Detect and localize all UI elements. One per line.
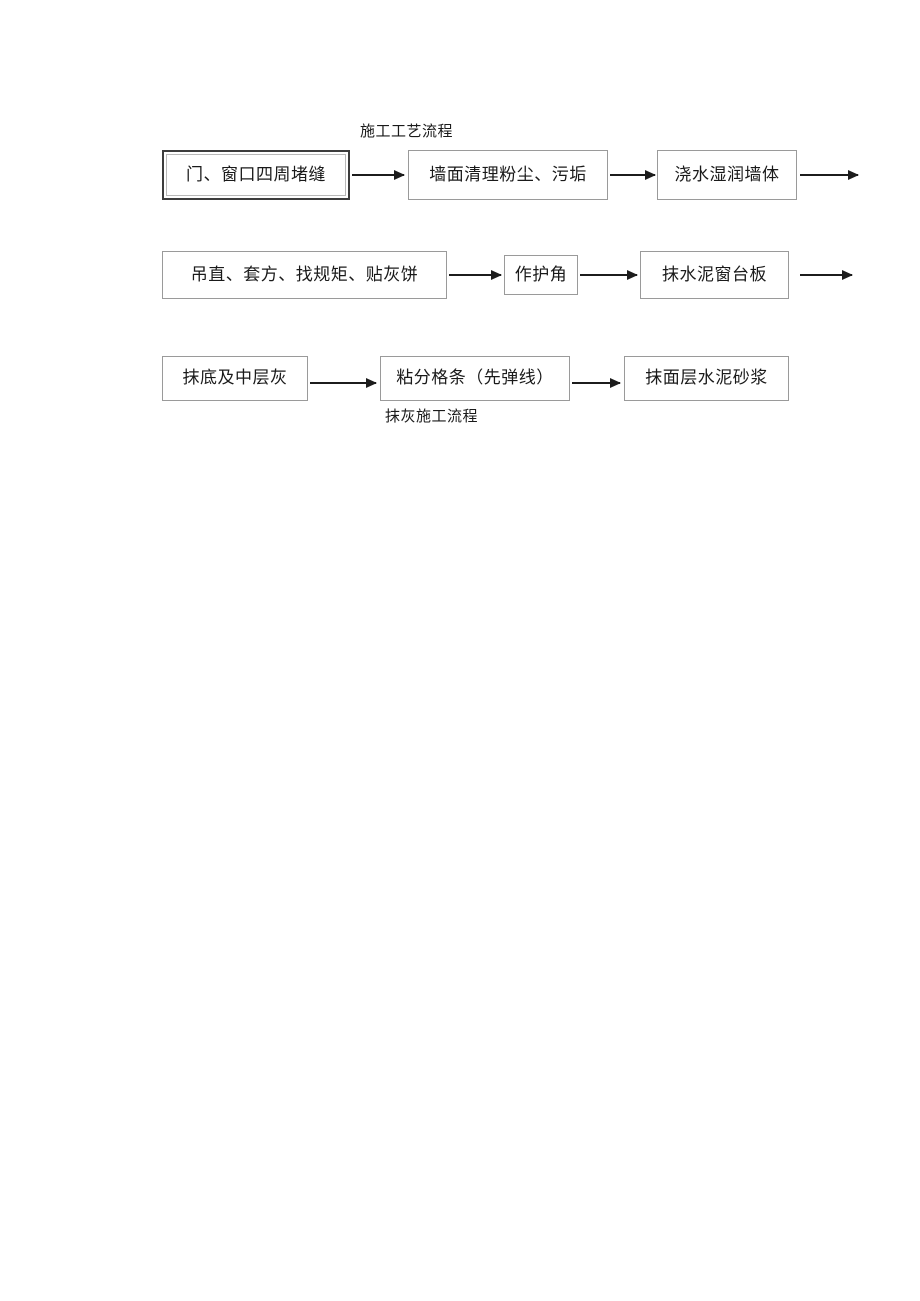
flow-node-label: 吊直、套方、找规矩、贴灰饼: [190, 264, 419, 284]
arrow-r3-n2-to-n3: [572, 382, 620, 384]
flow-node-label: 浇水湿润墙体: [674, 164, 780, 184]
flow-node-label: 作护角: [514, 264, 568, 284]
arrow-r1-n1-to-n2: [352, 174, 404, 176]
flow-node-plumb-square-mortar-cakes[interactable]: 吊直、套方、找规矩、贴灰饼: [162, 251, 447, 299]
caption-plastering-process: 抹灰施工流程: [385, 409, 479, 425]
flow-node-label: 抹底及中层灰: [182, 368, 288, 388]
arrow-r1-trailing: [800, 174, 858, 176]
flow-node-label: 门、窗口四周堵缝: [186, 164, 326, 184]
arrow-r2-n1-to-n2: [449, 274, 501, 276]
flow-node-label: 抹面层水泥砂浆: [645, 368, 768, 388]
flow-node-door-window-sealing[interactable]: 门、窗口四周堵缝: [162, 150, 350, 200]
flow-node-joint-strips-snap-line[interactable]: 粘分格条（先弹线）: [380, 356, 570, 401]
flow-node-corner-guard[interactable]: 作护角: [504, 255, 578, 295]
flow-node-label: 抹水泥窗台板: [662, 264, 767, 284]
arrow-r2-n2-to-n3: [580, 274, 637, 276]
arrow-r1-n2-to-n3: [610, 174, 655, 176]
flow-node-finish-coat-cement-mortar[interactable]: 抹面层水泥砂浆: [624, 356, 789, 401]
flow-node-wall-dust-cleaning[interactable]: 墙面清理粉尘、污垢: [408, 150, 608, 200]
flow-node-label: 墙面清理粉尘、污垢: [429, 164, 587, 184]
arrow-r3-n1-to-n2: [310, 382, 376, 384]
caption-construction-process: 施工工艺流程: [360, 124, 454, 140]
flow-node-label: 粘分格条（先弹线）: [396, 368, 554, 388]
flow-node-base-and-middle-plaster[interactable]: 抹底及中层灰: [162, 356, 308, 401]
flow-node-water-wetting-wall[interactable]: 浇水湿润墙体: [657, 150, 797, 200]
flow-node-cement-window-sill[interactable]: 抹水泥窗台板: [640, 251, 789, 299]
arrow-r2-trailing: [800, 274, 852, 276]
